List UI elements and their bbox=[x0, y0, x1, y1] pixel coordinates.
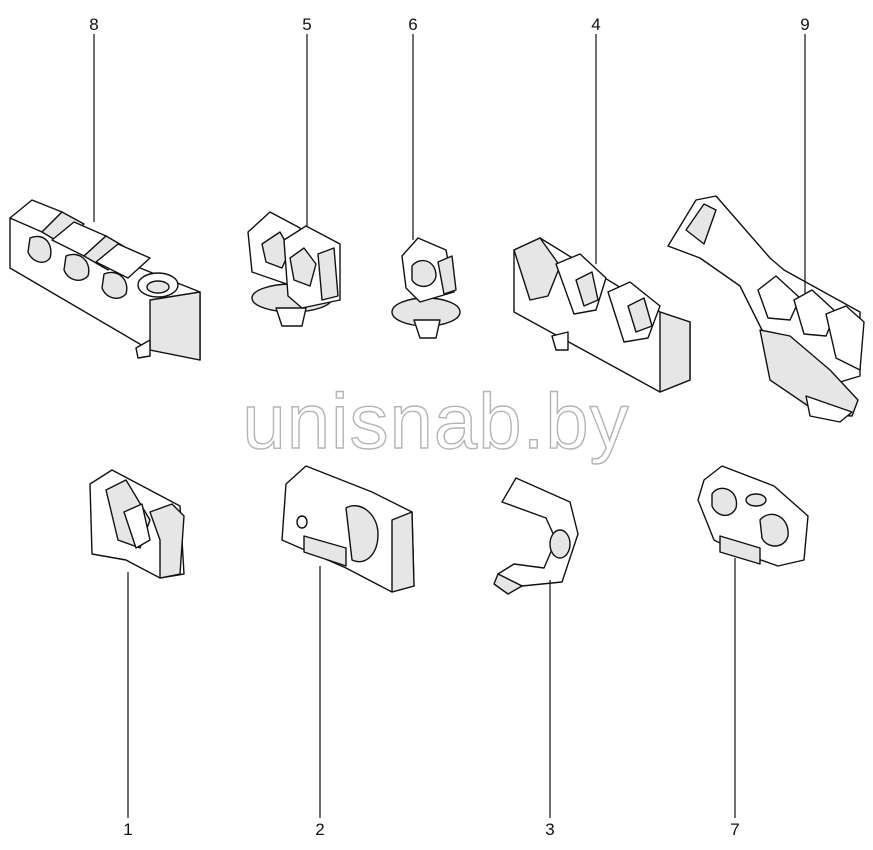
callout-7: 7 bbox=[730, 820, 739, 839]
callout-2: 2 bbox=[315, 820, 324, 839]
watermark: unisnab.by bbox=[242, 377, 629, 465]
part-8-triple-clip bbox=[9, 199, 201, 361]
part-4-triple-clip-strip bbox=[513, 237, 691, 393]
callout-8: 8 bbox=[89, 15, 98, 34]
part-7-small-double-clip bbox=[697, 465, 809, 567]
callout-3: 3 bbox=[545, 820, 554, 839]
part-5-double-clip-pin bbox=[247, 211, 341, 327]
part-6-single-clip-pin bbox=[391, 237, 461, 339]
callout-4: 4 bbox=[591, 15, 600, 34]
callout-1: 1 bbox=[123, 820, 132, 839]
part-1-single-clip bbox=[89, 469, 185, 579]
part-2-clip-with-hole bbox=[281, 465, 415, 593]
leader-lines bbox=[93, 34, 806, 818]
callout-5: 5 bbox=[302, 15, 311, 34]
part-9-long-holder bbox=[667, 195, 865, 423]
callout-6: 6 bbox=[408, 15, 417, 34]
part-3-spring-clip bbox=[493, 477, 579, 595]
callout-9: 9 bbox=[800, 15, 809, 34]
